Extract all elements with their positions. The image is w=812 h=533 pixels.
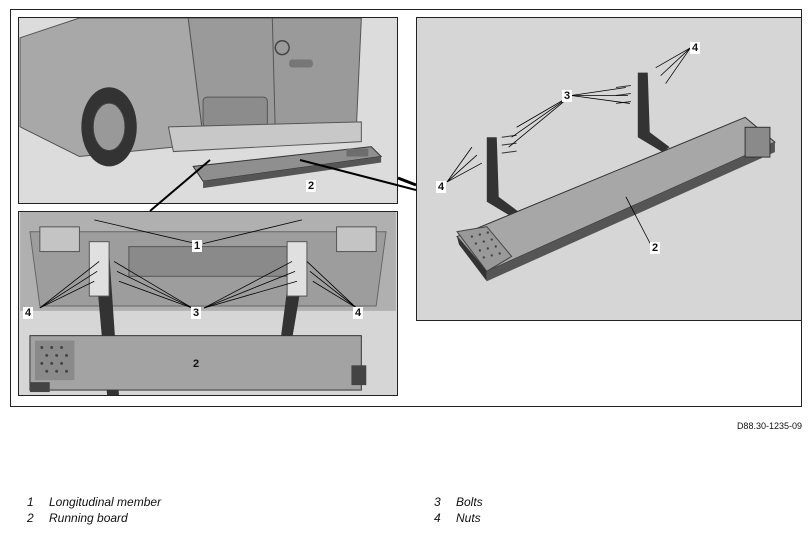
callout-bolts: 3	[191, 307, 202, 319]
callout-longitudinal-member: 1	[192, 240, 203, 252]
van-rear-view	[18, 17, 398, 204]
legend-number: 4	[434, 511, 441, 525]
callout-nuts-left: 4	[23, 307, 34, 319]
callout-running-board-exploded: 2	[650, 242, 661, 254]
underside-illustration	[20, 212, 396, 395]
callout-running-board: 2	[306, 180, 317, 192]
callout-nuts-top: 4	[690, 42, 701, 54]
legend-item-4: 4 Nuts	[434, 511, 481, 525]
callout-nuts-left-exploded: 4	[436, 181, 447, 193]
exploded-running-board-view	[416, 17, 802, 321]
legend-item-2: 2 Running board	[27, 511, 128, 525]
callout-nuts-right: 4	[353, 307, 364, 319]
legend-item-1: 1 Longitudinal member	[27, 495, 161, 509]
underside-view	[18, 211, 398, 396]
van-rear-illustration	[19, 18, 396, 203]
legend-number: 1	[27, 495, 34, 509]
callout-running-board-underside: 2	[193, 358, 200, 370]
callout-bolts-exploded: 3	[562, 90, 573, 102]
legend-label: Running board	[49, 511, 128, 525]
legend-label: Bolts	[456, 495, 483, 509]
legend-number: 3	[434, 495, 441, 509]
legend-item-3: 3 Bolts	[434, 495, 483, 509]
document-id: D88.30-1235-09	[736, 421, 802, 431]
exploded-running-board-illustration	[417, 18, 801, 320]
legend-label: Longitudinal member	[49, 495, 162, 509]
legend-number: 2	[27, 511, 34, 525]
legend-label: Nuts	[456, 511, 481, 525]
